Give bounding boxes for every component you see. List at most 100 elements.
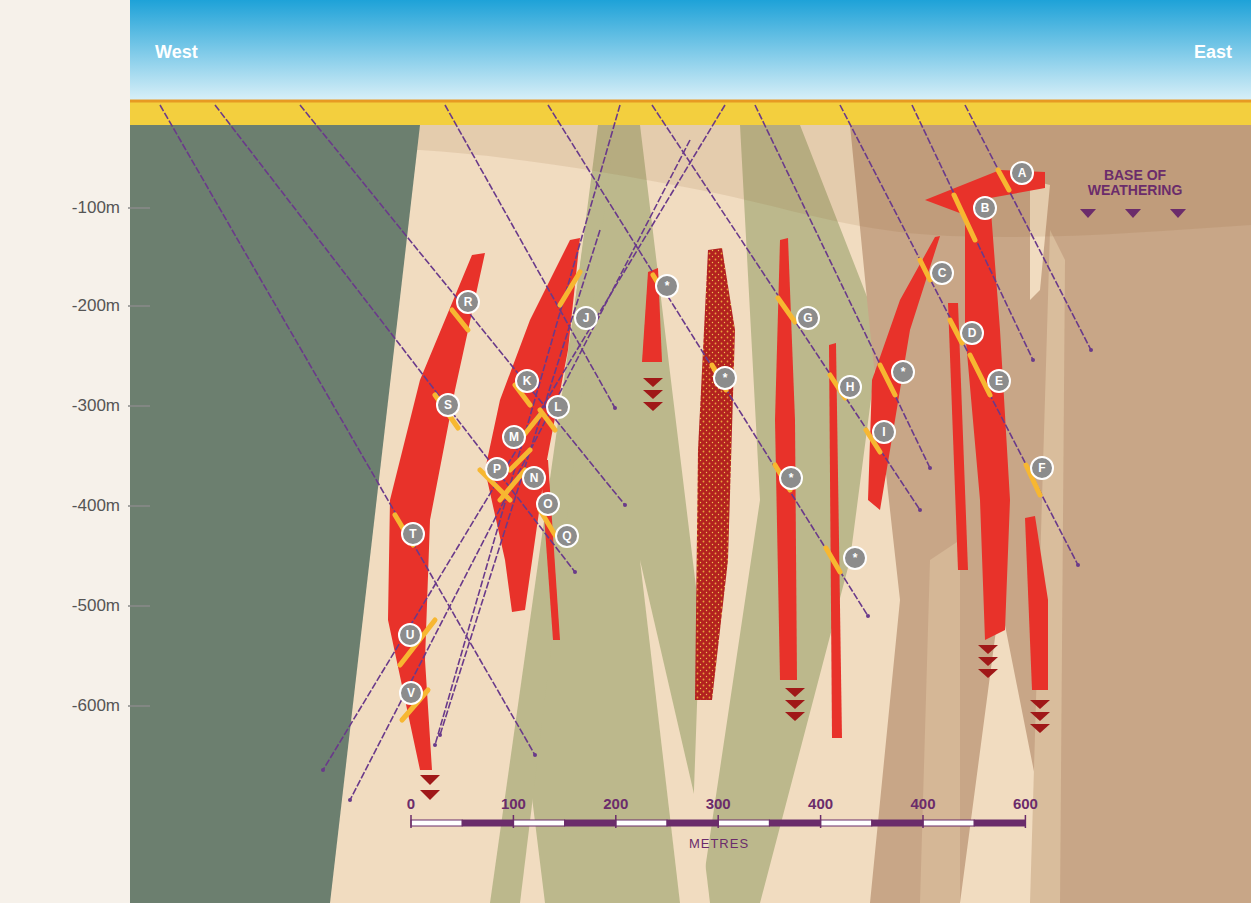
callout-letter: N <box>522 466 546 490</box>
intercept <box>560 272 580 305</box>
ground-line <box>130 100 1251 103</box>
intrusion <box>695 248 735 700</box>
depth-tick <box>128 405 150 407</box>
scale-number: 0 <box>407 795 415 812</box>
open-at-depth-arrows <box>420 378 1050 800</box>
callout-letter: * <box>779 466 803 490</box>
hole-end <box>918 508 922 512</box>
scale-segment <box>872 820 923 826</box>
ore-body <box>775 238 797 680</box>
scale-segment <box>821 820 872 826</box>
hole-end <box>1031 358 1035 362</box>
drill-hole <box>350 140 690 800</box>
hole-end <box>1076 563 1080 567</box>
callout-letter: U <box>398 623 422 647</box>
drill-holes <box>160 105 1093 802</box>
hole-end <box>928 466 932 470</box>
callout-letter: K <box>515 369 539 393</box>
scale-unit: METRES <box>689 836 749 851</box>
drill-hole <box>755 105 930 468</box>
depth-tick <box>128 605 150 607</box>
hole-end <box>348 798 352 802</box>
scale-number: 200 <box>603 795 628 812</box>
callout-letter: S <box>436 393 460 417</box>
callout-letter: V <box>399 681 423 705</box>
scale-tick <box>410 815 412 828</box>
hole-end <box>438 733 442 737</box>
scale-segment <box>462 820 513 826</box>
scale-tick <box>513 815 515 828</box>
depth-ticks <box>128 208 150 706</box>
callout-letter: L <box>546 395 570 419</box>
scale-segment <box>769 820 820 826</box>
callout-letter: E <box>987 369 1011 393</box>
callout-letter: F <box>1030 456 1054 480</box>
ore-body <box>485 238 580 612</box>
drill-hole <box>652 105 920 510</box>
depth-tick <box>128 705 150 707</box>
ore-body <box>1025 516 1048 690</box>
weathering-markers <box>1080 209 1186 218</box>
drill-hole <box>840 105 1078 565</box>
callout-letter: M <box>502 425 526 449</box>
intercept <box>778 298 795 322</box>
scale-tick <box>615 815 617 828</box>
callout-letter: I <box>872 420 896 444</box>
scale-segment <box>411 820 462 826</box>
callout-letter: * <box>891 360 915 384</box>
callout-letter: R <box>456 290 480 314</box>
hole-end <box>321 768 325 772</box>
ore-body <box>925 170 1045 640</box>
intercept <box>998 170 1009 190</box>
callout-letter: H <box>838 375 862 399</box>
callout-letter: Q <box>555 524 579 548</box>
callout-letter: * <box>843 546 867 570</box>
scale-tick <box>922 815 924 828</box>
scale-number: 600 <box>1013 795 1038 812</box>
callout-letter: D <box>960 321 984 345</box>
drill-hole <box>435 105 620 745</box>
intercepts <box>395 170 1040 720</box>
ore-body <box>388 253 485 770</box>
intercept <box>954 195 975 240</box>
compass-label: East <box>1194 42 1232 63</box>
drill-hole <box>965 105 1091 350</box>
depth-label: -100m <box>72 198 120 218</box>
horizon-label: BASE OF WEATHERING <box>1075 168 1195 197</box>
scale-number: 400 <box>808 795 833 812</box>
callout-letter: C <box>930 261 954 285</box>
brown-unit <box>920 540 960 903</box>
callout-letter: P <box>485 457 509 481</box>
callout-letter: J <box>574 306 598 330</box>
intercept <box>920 260 930 280</box>
drill-hole <box>912 105 1033 360</box>
scale-segment <box>513 820 564 826</box>
scale-tick <box>1025 815 1027 828</box>
scale-segment <box>565 820 616 826</box>
compass-label: West <box>155 42 198 63</box>
hole-end <box>533 753 537 757</box>
callout-letter: T <box>401 522 425 546</box>
hole-end <box>613 406 617 410</box>
hole-end <box>1089 348 1093 352</box>
dark-unit <box>130 125 420 903</box>
depth-label: -400m <box>72 496 120 516</box>
depth-label: -300m <box>72 396 120 416</box>
scale-number: 100 <box>501 795 526 812</box>
depth-label: -600m <box>72 696 120 716</box>
intercept <box>970 355 990 395</box>
drill-hole <box>323 105 725 770</box>
hole-end <box>433 743 437 747</box>
ore-bodies <box>388 170 1048 770</box>
drill-hole <box>548 105 868 616</box>
hole-end <box>573 570 577 574</box>
ore-body <box>868 236 940 510</box>
intercept <box>826 548 840 572</box>
callout-letter: * <box>713 366 737 390</box>
depth-label: -200m <box>72 296 120 316</box>
scale-segment <box>974 820 1025 826</box>
hole-end <box>623 503 627 507</box>
drill-hole <box>440 230 600 735</box>
